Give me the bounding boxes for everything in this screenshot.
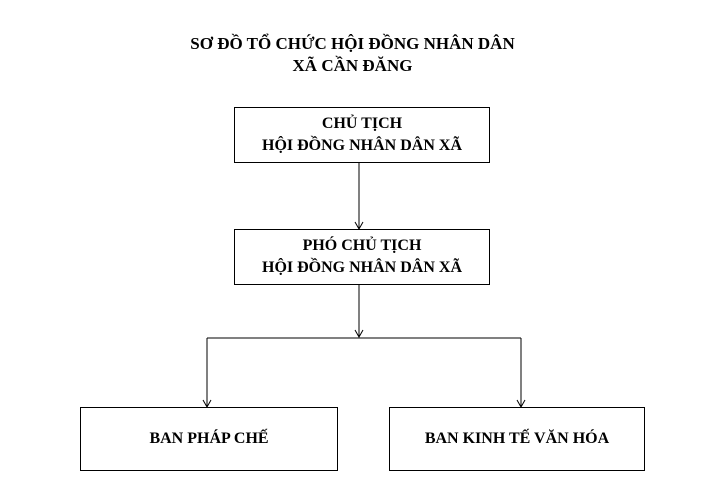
economic-cultural-committee-label: BAN KINH TẾ VĂN HÓA <box>424 430 610 447</box>
node-legal-committee: BAN PHÁP CHẾ <box>80 407 338 471</box>
legal-committee-label: BAN PHÁP CHẾ <box>149 430 269 447</box>
node-vice-chairman: PHÓ CHỦ TỊCH HỘI ĐỒNG NHÂN DÂN XÃ <box>234 229 490 285</box>
vice-chairman-subtitle: HỘI ĐỒNG NHÂN DÂN XÃ <box>262 259 462 276</box>
chairman-title: CHỦ TỊCH <box>321 115 403 132</box>
title-line-1: SƠ ĐỒ TỔ CHỨC HỘI ĐỒNG NHÂN DÂN <box>190 34 515 53</box>
node-economic-cultural-committee: BAN KINH TẾ VĂN HÓA <box>389 407 645 471</box>
chairman-subtitle: HỘI ĐỒNG NHÂN DÂN XÃ <box>262 137 462 154</box>
title-line-2: XÃ CẦN ĐĂNG <box>292 56 413 75</box>
vice-chairman-title: PHÓ CHỦ TỊCH <box>302 237 422 254</box>
node-chairman: CHỦ TỊCH HỘI ĐỒNG NHÂN DÂN XÃ <box>234 107 490 163</box>
page-title: SƠ ĐỒ TỔ CHỨC HỘI ĐỒNG NHÂN DÂN XÃ CẦN Đ… <box>0 33 705 77</box>
